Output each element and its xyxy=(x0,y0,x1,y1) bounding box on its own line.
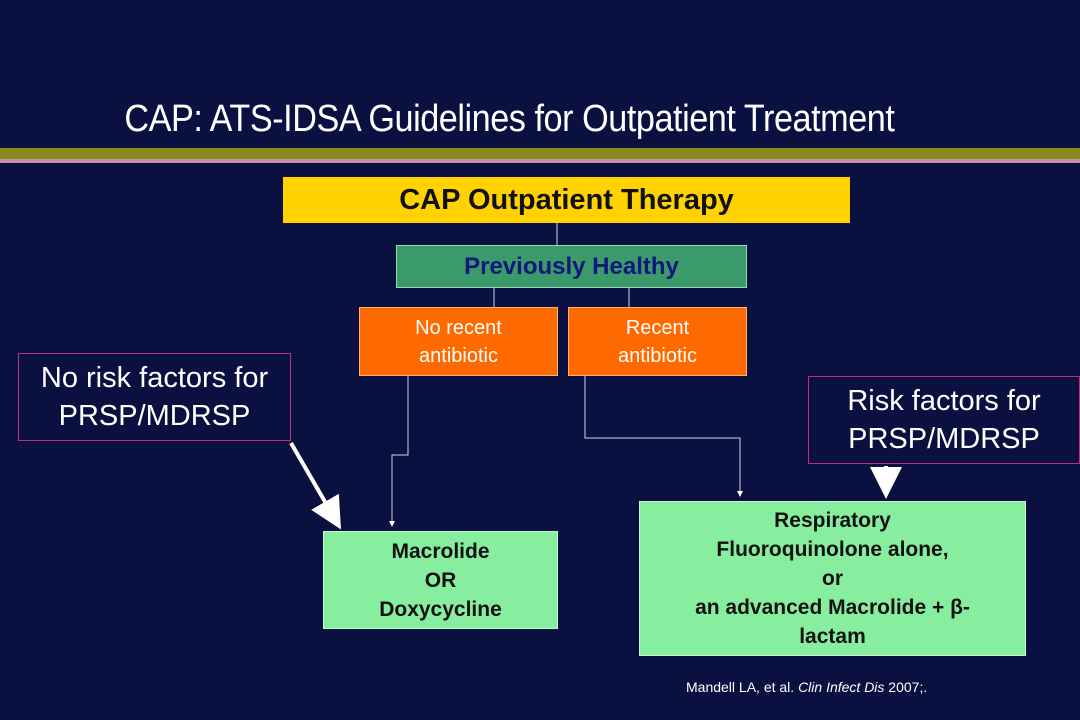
fluoroquinolone-box: Respiratory Fluoroquinolone alone, or an… xyxy=(639,501,1026,656)
slide-title: CAP: ATS-IDSA Guidelines for Outpatient … xyxy=(124,98,895,140)
recent-line1: Recent xyxy=(625,316,690,339)
citation-journal: Clin Infect Dis xyxy=(798,679,885,695)
connector-norecent-macrolide xyxy=(389,376,409,527)
arrow-no-risk xyxy=(289,441,342,530)
no-risk-line1: No risk factors for xyxy=(40,362,269,394)
left-result-line: Macrolide xyxy=(391,539,490,563)
right-result-line: Fluoroquinolone alone, xyxy=(716,538,949,561)
title-divider xyxy=(0,148,1080,159)
right-result-line: or xyxy=(822,567,843,590)
recent-line2: antibiotic xyxy=(618,344,697,367)
macrolide-doxycycline-box: Macrolide OR Doxycycline xyxy=(323,531,558,629)
title-divider-accent xyxy=(0,159,1080,163)
citation-year: 2007;. xyxy=(884,679,928,695)
risk-line1: Risk factors for xyxy=(847,385,1041,417)
right-result-line: lactam xyxy=(799,625,866,648)
citation-authors: Mandell LA, et al. xyxy=(686,679,799,695)
no-recent-antibiotic-box: No recent antibiotic xyxy=(359,307,558,376)
risk-line2: PRSP/MDRSP xyxy=(848,423,1040,455)
risk-factors-box: Risk factors for PRSP/MDRSP xyxy=(808,376,1080,464)
citation: Mandell LA, et al. Clin Infect Dis 2007;… xyxy=(686,679,927,695)
right-result-line: Respiratory xyxy=(774,509,891,532)
connector-recent-fluoroquinolone xyxy=(584,376,743,497)
no-recent-line1: No recent xyxy=(415,316,502,339)
no-risk-line2: PRSP/MDRSP xyxy=(58,400,251,432)
cap-outpatient-therapy-box: CAP Outpatient Therapy xyxy=(283,177,850,223)
recent-antibiotic-box: Recent antibiotic xyxy=(568,307,747,376)
no-recent-line2: antibiotic xyxy=(419,344,498,367)
left-result-line: Doxycycline xyxy=(379,597,502,621)
right-result-line: an advanced Macrolide + β- xyxy=(695,596,970,619)
previously-healthy-box: Previously Healthy xyxy=(396,245,747,288)
no-risk-factors-box: No risk factors for PRSP/MDRSP xyxy=(18,353,291,441)
left-result-line: OR xyxy=(424,568,457,592)
